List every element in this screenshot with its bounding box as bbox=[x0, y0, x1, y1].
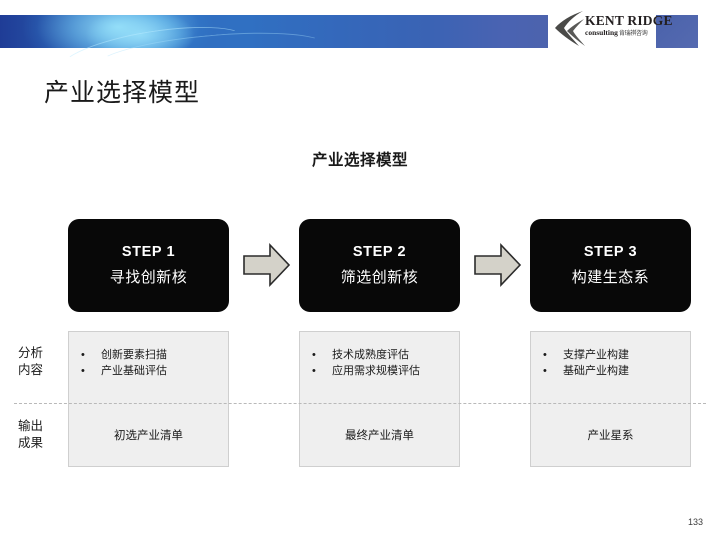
list-item-label: 基础产业构建 bbox=[563, 365, 629, 377]
kent-ridge-chevron-icon bbox=[555, 11, 585, 46]
content-column-1 bbox=[68, 331, 229, 467]
header-accent-square bbox=[656, 15, 698, 48]
logo-company-name: KENT RIDGE bbox=[585, 13, 673, 28]
bullet-dot-icon: • bbox=[312, 365, 316, 377]
step-name-2: 筛选创新核 bbox=[340, 269, 419, 286]
list-item-label: 创新要素扫描 bbox=[101, 349, 167, 361]
output-value-1: 初选产业清单 bbox=[114, 430, 183, 442]
list-item-label: 应用需求规模评估 bbox=[332, 365, 420, 377]
output-value-2: 最终产业清单 bbox=[345, 430, 414, 442]
bullet-dot-icon: • bbox=[543, 349, 547, 361]
list-item-label: 技术成熟度评估 bbox=[332, 349, 409, 361]
row-label-analysis-line2: 内容 bbox=[18, 363, 44, 377]
step-box-1[interactable]: STEP 1 寻找创新核 bbox=[68, 219, 229, 312]
row-label-output: 输出 成果 bbox=[18, 418, 64, 452]
list-item: • 支撑产业构建 bbox=[543, 347, 691, 363]
logo-subtitle-row: consulting 肯瑞祺咨询 bbox=[585, 29, 659, 38]
step-name-1: 寻找创新核 bbox=[109, 269, 188, 286]
content-column-2 bbox=[299, 331, 460, 467]
bullet-dot-icon: • bbox=[81, 349, 85, 361]
row-label-analysis: 分析 内容 bbox=[18, 345, 64, 379]
row-divider bbox=[14, 403, 706, 404]
page-number: 133 bbox=[687, 517, 703, 527]
bullet-dot-icon: • bbox=[312, 349, 316, 361]
analysis-list-1: • 创新要素扫描 • 产业基础评估 bbox=[68, 347, 229, 379]
row-label-output-line1: 输出 bbox=[18, 419, 44, 433]
logo-text-block: KENT RIDGE consulting 肯瑞祺咨询 bbox=[585, 13, 673, 38]
bullet-dot-icon: • bbox=[81, 365, 85, 377]
step-number-3: STEP 3 bbox=[583, 244, 638, 260]
step-number-1: STEP 1 bbox=[121, 244, 176, 260]
analysis-list-3: • 支撑产业构建 • 基础产业构建 bbox=[530, 347, 691, 379]
logo-subtitle-chinese: 肯瑞祺咨询 bbox=[618, 31, 648, 37]
right-arrow-icon-1 bbox=[243, 242, 291, 288]
logo-subtitle: consulting bbox=[585, 28, 618, 37]
list-item: • 技术成熟度评估 bbox=[312, 347, 460, 363]
content-column-3 bbox=[530, 331, 691, 467]
row-label-output-line2: 成果 bbox=[18, 436, 44, 450]
step-name-3: 构建生态系 bbox=[571, 269, 650, 286]
right-arrow-icon-2 bbox=[474, 242, 522, 288]
bullet-dot-icon: • bbox=[543, 365, 547, 377]
list-item: • 创新要素扫描 bbox=[81, 347, 229, 363]
list-item: • 应用需求规模评估 bbox=[312, 363, 460, 379]
diagram-title: 产业选择模型 bbox=[311, 152, 408, 169]
header-decorative-band bbox=[0, 15, 548, 94]
list-item-label: 产业基础评估 bbox=[101, 365, 167, 377]
list-item: • 产业基础评估 bbox=[81, 363, 229, 379]
page-title: 产业选择模型 bbox=[44, 79, 201, 107]
step-box-3[interactable]: STEP 3 构建生态系 bbox=[530, 219, 691, 312]
list-item: • 基础产业构建 bbox=[543, 363, 691, 379]
step-box-2[interactable]: STEP 2 筛选创新核 bbox=[299, 219, 460, 312]
row-label-analysis-line1: 分析 bbox=[18, 346, 44, 360]
company-logo: KENT RIDGE consulting 肯瑞祺咨询 bbox=[553, 8, 673, 50]
analysis-list-2: • 技术成熟度评估 • 应用需求规模评估 bbox=[299, 347, 460, 379]
output-value-3: 产业星系 bbox=[587, 430, 634, 442]
step-number-2: STEP 2 bbox=[352, 244, 407, 260]
list-item-label: 支撑产业构建 bbox=[563, 349, 629, 361]
